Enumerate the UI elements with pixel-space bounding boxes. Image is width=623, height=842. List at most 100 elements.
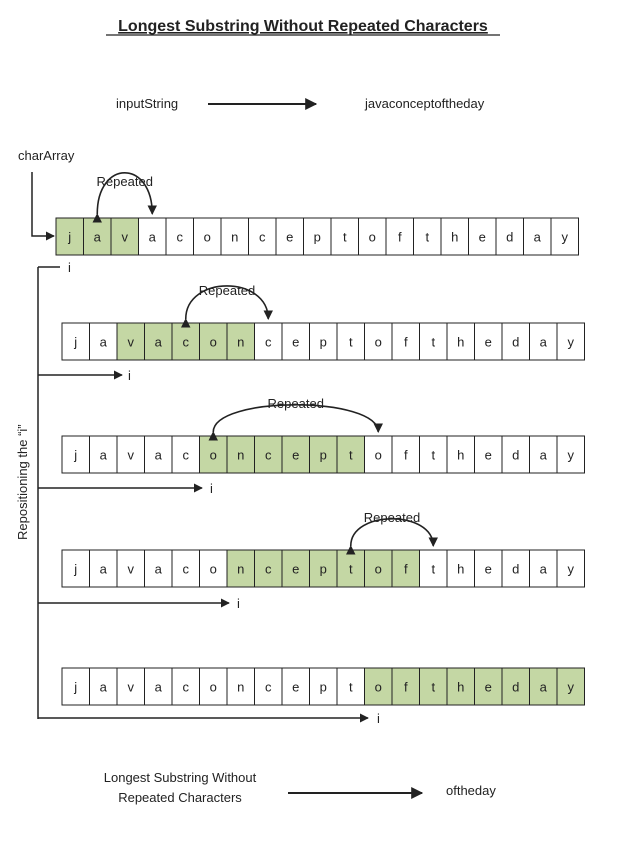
array-cell — [220, 217, 249, 256]
cell-char: a — [540, 680, 548, 695]
array-cell — [336, 549, 365, 588]
array-cell — [171, 322, 200, 361]
cell-char: j — [67, 230, 71, 245]
array-cell — [281, 549, 310, 588]
array-cell — [336, 322, 365, 361]
repeated-arc — [180, 285, 274, 328]
cell-char: t — [343, 230, 347, 245]
repeated-label: Repeated — [364, 510, 420, 525]
cell-char: e — [485, 562, 492, 577]
array-cell — [550, 217, 579, 256]
cell-char: p — [320, 562, 327, 577]
cell-char: o — [210, 562, 217, 577]
cell-char: h — [457, 680, 464, 695]
array-cell — [116, 667, 145, 706]
cell-char: t — [425, 230, 429, 245]
array-cell — [364, 435, 393, 474]
array-cell — [529, 667, 558, 706]
cell-char: h — [451, 230, 458, 245]
cell-char: f — [398, 230, 402, 245]
array-cell — [336, 667, 365, 706]
array-cell — [358, 217, 387, 256]
array-cell — [391, 549, 420, 588]
cell-char: v — [128, 335, 135, 350]
array-cell — [138, 217, 167, 256]
cell-char: e — [485, 680, 492, 695]
array-cell — [309, 322, 338, 361]
cell-char: o — [204, 230, 211, 245]
array-cell — [446, 435, 475, 474]
array-cell — [501, 435, 530, 474]
array-cell — [116, 549, 145, 588]
array-cell — [61, 549, 90, 588]
index-label: i — [377, 711, 380, 726]
input-label: inputString — [116, 96, 178, 111]
cell-char: o — [210, 680, 217, 695]
index-label: i — [237, 596, 240, 611]
array-cell — [495, 217, 524, 256]
cell-char: t — [349, 335, 353, 350]
cell-char: c — [259, 230, 266, 245]
repeated-arc — [208, 403, 384, 441]
array-cell — [226, 322, 255, 361]
cell-char: e — [485, 448, 492, 463]
cell-char: a — [155, 562, 163, 577]
array-cell — [144, 435, 173, 474]
cell-char: t — [431, 335, 435, 350]
cell-char: t — [431, 562, 435, 577]
cell-char: o — [375, 680, 382, 695]
cell-char: d — [512, 335, 519, 350]
repeated-label: Repeated — [97, 174, 153, 189]
cell-char: e — [292, 335, 299, 350]
array-cell — [144, 549, 173, 588]
array-cell — [413, 217, 442, 256]
cell-char: d — [512, 562, 519, 577]
char-array-label: charArray — [18, 148, 75, 163]
cell-char: c — [265, 448, 272, 463]
cell-char: j — [73, 335, 77, 350]
cell-char: p — [320, 448, 327, 463]
cell-char: n — [237, 680, 244, 695]
cell-char: p — [320, 680, 327, 695]
cell-char: c — [183, 680, 190, 695]
cell-char: a — [100, 562, 108, 577]
cell-char: j — [73, 448, 77, 463]
cell-char: t — [349, 562, 353, 577]
cell-char: a — [155, 680, 163, 695]
cell-char: o — [375, 448, 382, 463]
array-cell — [303, 217, 332, 256]
array-cell — [144, 322, 173, 361]
array-cell — [226, 549, 255, 588]
cell-char: t — [349, 448, 353, 463]
cell-char: f — [404, 562, 408, 577]
cell-char: o — [369, 230, 376, 245]
cell-char: c — [177, 230, 184, 245]
cell-char: t — [431, 680, 435, 695]
array-cell — [61, 667, 90, 706]
result-label-line2: Repeated Characters — [118, 790, 242, 805]
char-array-connector — [31, 172, 55, 241]
array-cell — [309, 549, 338, 588]
index-label: i — [210, 481, 213, 496]
array-cell — [474, 667, 503, 706]
array-cell — [529, 322, 558, 361]
cell-char: c — [265, 562, 272, 577]
cell-char: n — [237, 448, 244, 463]
cell-char: a — [100, 680, 108, 695]
array-cell — [391, 435, 420, 474]
cell-char: p — [320, 335, 327, 350]
array-cell — [116, 435, 145, 474]
array-cell — [474, 435, 503, 474]
cell-char: e — [292, 680, 299, 695]
result-label-line1: Longest Substring Without — [104, 770, 257, 785]
array-cell — [419, 322, 448, 361]
cell-char: h — [457, 335, 464, 350]
array-cell — [275, 217, 304, 256]
array-cell — [199, 667, 228, 706]
array-cell — [199, 549, 228, 588]
array-cell — [419, 667, 448, 706]
cell-char: o — [210, 335, 217, 350]
